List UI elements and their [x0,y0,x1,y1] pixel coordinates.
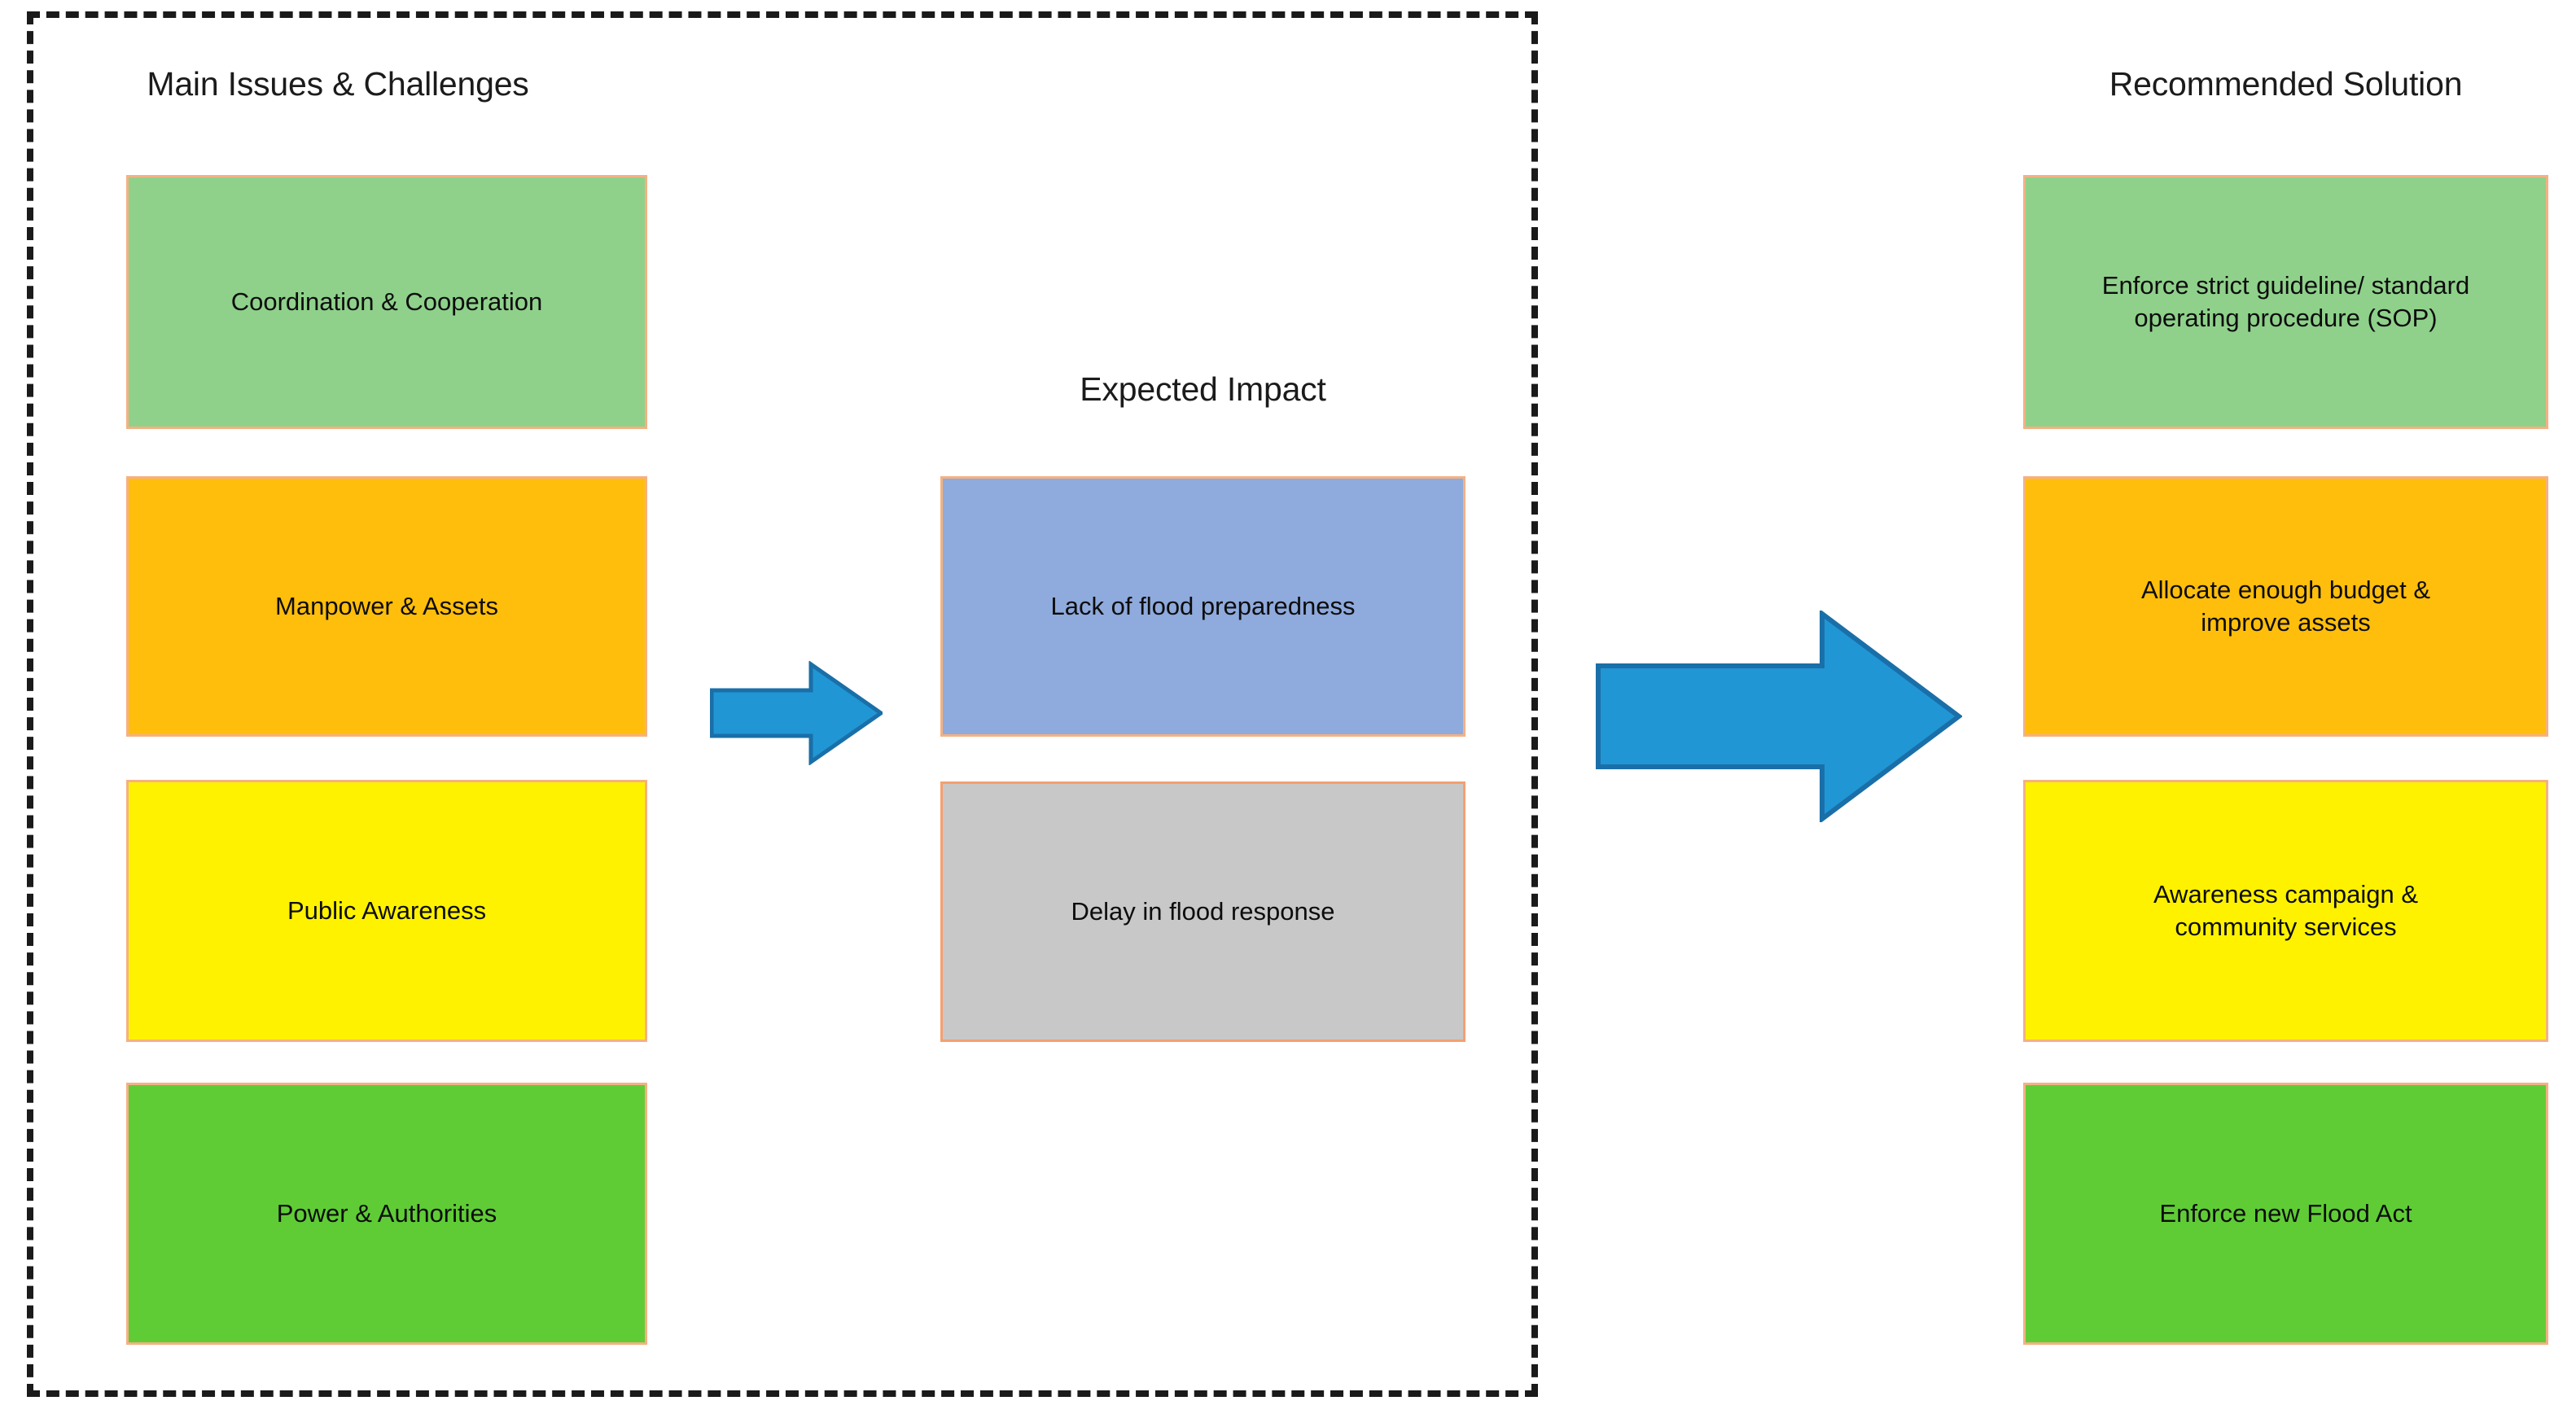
issue-box-power-authorities[interactable]: Power & Authorities [126,1083,647,1345]
heading-expected-impact: Expected Impact [1080,370,1326,408]
impact-label-delay-response: Delay in flood response [1071,897,1335,926]
heading-main-issues: Main Issues & Challenges [147,65,529,103]
impact-box-delay-response[interactable]: Delay in flood response [940,781,1465,1042]
issues-impact-group-frame [27,11,1538,1397]
solution-box-flood-act[interactable]: Enforce new Flood Act [2023,1083,2548,1345]
issue-box-manpower[interactable]: Manpower & Assets [126,476,647,737]
solution-label-sop: Enforce strict guideline/ standard opera… [2101,271,2470,332]
issue-label-coordination: Coordination & Cooperation [230,287,543,317]
issue-box-public-awareness[interactable]: Public Awareness [126,780,647,1042]
issue-label-power-authorities: Power & Authorities [276,1199,497,1228]
solution-label-flood-act: Enforce new Flood Act [2159,1199,2412,1228]
heading-recommended-solution: Recommended Solution [2109,65,2463,103]
impact-label-lack-preparedness: Lack of flood preparedness [1050,592,1356,621]
solution-label-budget-assets: Allocate enough budget & improve assets [2140,576,2431,637]
solution-label-awareness-campaign: Awareness campaign & community services [2153,880,2419,941]
solution-box-budget-assets[interactable]: Allocate enough budget & improve assets [2023,476,2548,737]
impact-box-lack-preparedness[interactable]: Lack of flood preparedness [940,476,1465,737]
solution-box-awareness-campaign[interactable]: Awareness campaign & community services [2023,780,2548,1042]
issue-label-public-awareness: Public Awareness [287,896,487,926]
solution-box-sop[interactable]: Enforce strict guideline/ standard opera… [2023,175,2548,429]
issue-label-manpower: Manpower & Assets [275,592,498,621]
issues-to-impact-arrow [709,660,885,766]
impact-to-solution-arrow [1596,609,1963,824]
issue-box-coordination[interactable]: Coordination & Cooperation [126,175,647,429]
